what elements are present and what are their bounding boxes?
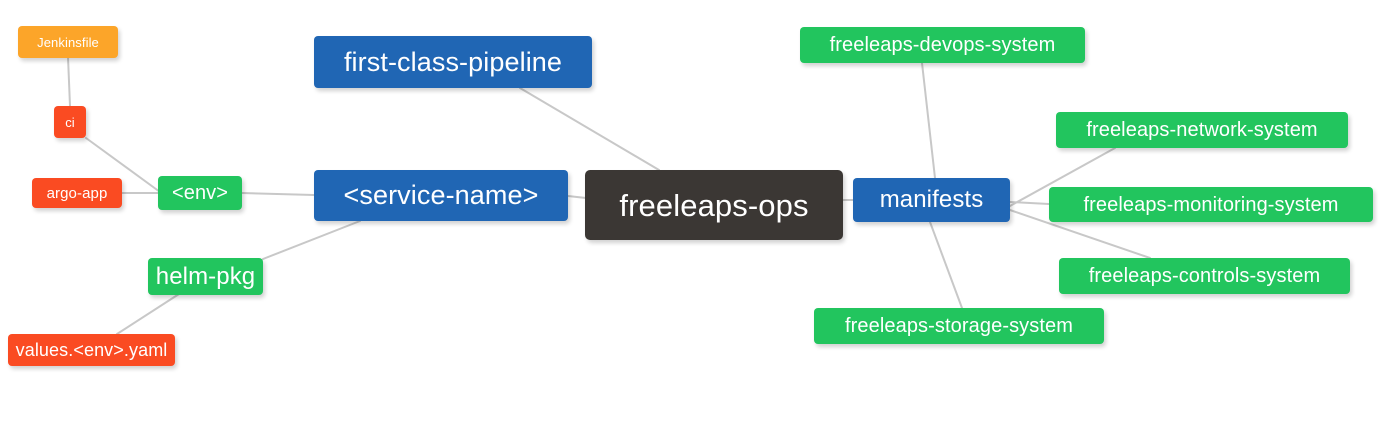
node-freeleaps-network-system-label: freeleaps-network-system bbox=[1086, 119, 1318, 141]
node-freeleaps-storage-system[interactable]: freeleaps-storage-system bbox=[814, 308, 1104, 344]
node-freeleaps-network-system[interactable]: freeleaps-network-system bbox=[1056, 112, 1348, 148]
edge-manifests-storagesystem bbox=[929, 221, 963, 309]
node-root-freeleaps-ops[interactable]: freeleaps-ops bbox=[585, 170, 843, 240]
node-service-name-label: <service-name> bbox=[343, 180, 539, 210]
node-first-class-pipeline-label: first-class-pipeline bbox=[343, 46, 563, 77]
edge-valuesyaml-helmpkg bbox=[116, 293, 180, 335]
node-argo-app[interactable]: argo-app bbox=[32, 178, 122, 208]
node-helm-pkg[interactable]: helm-pkg bbox=[148, 258, 263, 295]
node-ci-label: ci bbox=[65, 114, 75, 130]
node-freeleaps-devops-system-label: freeleaps-devops-system bbox=[829, 34, 1056, 56]
edge-firstclasspipeline-root bbox=[519, 87, 660, 171]
node-env[interactable]: <env> bbox=[158, 176, 242, 210]
node-freeleaps-controls-system[interactable]: freeleaps-controls-system bbox=[1059, 258, 1350, 294]
node-root-label: freeleaps-ops bbox=[619, 187, 809, 223]
edge-manifests-devopssystem bbox=[921, 62, 936, 179]
node-freeleaps-storage-system-label: freeleaps-storage-system bbox=[844, 315, 1074, 337]
node-freeleaps-monitoring-system-label: freeleaps-monitoring-system bbox=[1083, 193, 1339, 216]
node-freeleaps-controls-system-label: freeleaps-controls-system bbox=[1088, 265, 1321, 287]
node-service-name[interactable]: <service-name> bbox=[314, 170, 568, 221]
node-freeleaps-devops-system[interactable]: freeleaps-devops-system bbox=[800, 27, 1085, 63]
edge-manifests-monitoringsystem bbox=[1009, 201, 1050, 205]
node-jenkinsfile-label: Jenkinsfile bbox=[37, 34, 99, 50]
node-first-class-pipeline[interactable]: first-class-pipeline bbox=[314, 36, 592, 88]
node-jenkinsfile[interactable]: Jenkinsfile bbox=[18, 26, 118, 58]
node-ci[interactable]: ci bbox=[54, 106, 86, 138]
node-env-label: <env> bbox=[171, 182, 229, 204]
node-freeleaps-monitoring-system[interactable]: freeleaps-monitoring-system bbox=[1049, 187, 1373, 222]
node-manifests[interactable]: manifests bbox=[853, 178, 1010, 222]
node-values-yaml-label: values.<env>.yaml bbox=[15, 340, 168, 360]
node-values-yaml[interactable]: values.<env>.yaml bbox=[8, 334, 175, 366]
edge-jenkinsfile-ci bbox=[67, 56, 71, 107]
edge-helmpkg-servicename bbox=[262, 220, 361, 260]
node-manifests-label: manifests bbox=[879, 186, 984, 213]
node-helm-pkg-label: helm-pkg bbox=[155, 262, 256, 290]
edge-env-servicename bbox=[241, 192, 315, 196]
edge-servicename-root bbox=[567, 195, 587, 199]
node-argo-app-label: argo-app bbox=[46, 184, 108, 202]
